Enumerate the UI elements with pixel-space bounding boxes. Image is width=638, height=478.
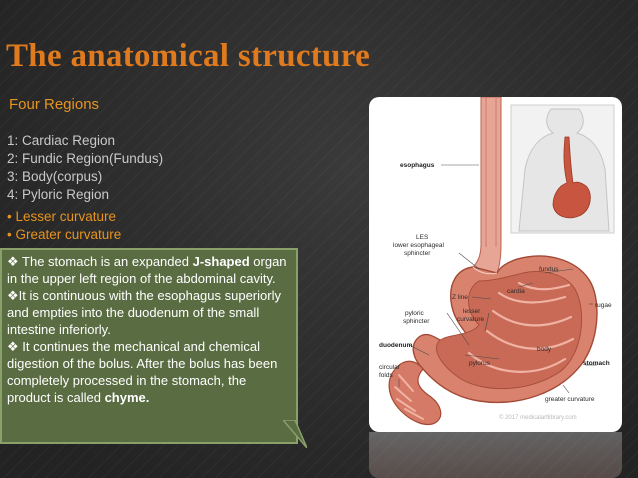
region-item: 2: Fundic Region(Fundus) <box>7 151 164 166</box>
region-item: 4: Pyloric Region <box>7 187 110 202</box>
callout-box: ❖ The stomach is an expanded J-shaped or… <box>0 248 298 444</box>
torso-inset <box>510 104 615 234</box>
label-cardia: cardia <box>507 288 525 295</box>
callout-paragraph: ❖It is continuous with the esophagus sup… <box>7 288 281 337</box>
label-body: body <box>537 346 552 353</box>
stomach-diagram: esophagus LES lower esophageal sphincter… <box>369 97 622 432</box>
label-lesser-curvature: curvature <box>457 316 484 323</box>
label-pylorus: pylorus <box>469 360 491 367</box>
callout-tail-icon <box>283 420 307 448</box>
callout-paragraph: ❖ The stomach is an expanded J-shaped or… <box>7 254 287 286</box>
diamond-bullet-icon: ❖ <box>7 254 19 269</box>
label-rugae: rugae <box>595 302 612 309</box>
emphasis-chyme: chyme. <box>104 390 150 405</box>
label-les-full: lower esophageal <box>393 242 445 249</box>
label-circular-folds: folds <box>379 372 393 379</box>
diamond-bullet-icon: ❖ <box>7 288 19 303</box>
label-pyloric: pyloric <box>405 310 425 317</box>
curvature-item: • Greater curvature <box>7 227 122 242</box>
esophagus-illustration <box>472 97 502 274</box>
callout-paragraph: ❖ It continues the mechanical and chemic… <box>7 339 278 405</box>
label-duodenum: duodenum <box>379 342 412 349</box>
region-item: 1: Cardiac Region <box>7 133 116 148</box>
label-fundus: fundus <box>539 266 559 273</box>
diamond-bullet-icon: ❖ <box>7 339 19 354</box>
stomach-anatomy-illustration: esophagus LES lower esophageal sphincter… <box>379 97 615 426</box>
leader-lines <box>398 164 597 394</box>
label-z-line: Z line <box>452 294 468 301</box>
label-esophagus: esophagus <box>400 162 435 169</box>
label-stomach: stomach <box>583 360 610 367</box>
curvature-item: • Lesser curvature <box>7 209 117 224</box>
slide-title: The anatomical structure <box>6 38 371 74</box>
label-les-sphincter: sphincter <box>404 250 431 257</box>
regions-list: 1: Cardiac Region 2: Fundic Region(Fundu… <box>7 132 163 204</box>
label-lesser: lesser <box>463 308 481 315</box>
label-pyloric-sphincter: sphincter <box>403 318 430 325</box>
curvatures-list: • Lesser curvature • Greater curvature <box>7 208 121 244</box>
label-les: LES <box>416 234 429 241</box>
emphasis-j-shaped: J-shaped <box>192 254 250 269</box>
copyright-text: © 2017 medicalartlibrary.com <box>499 414 577 421</box>
label-greater-curvature: greater curvature <box>545 396 595 403</box>
label-circular: circular <box>379 364 401 371</box>
slide-subtitle: Four Regions <box>9 96 100 113</box>
stomach-illustration <box>412 255 598 404</box>
duodenum-illustration <box>388 360 442 426</box>
image-reflection <box>369 432 622 478</box>
region-item: 3: Body(corpus) <box>7 169 103 184</box>
